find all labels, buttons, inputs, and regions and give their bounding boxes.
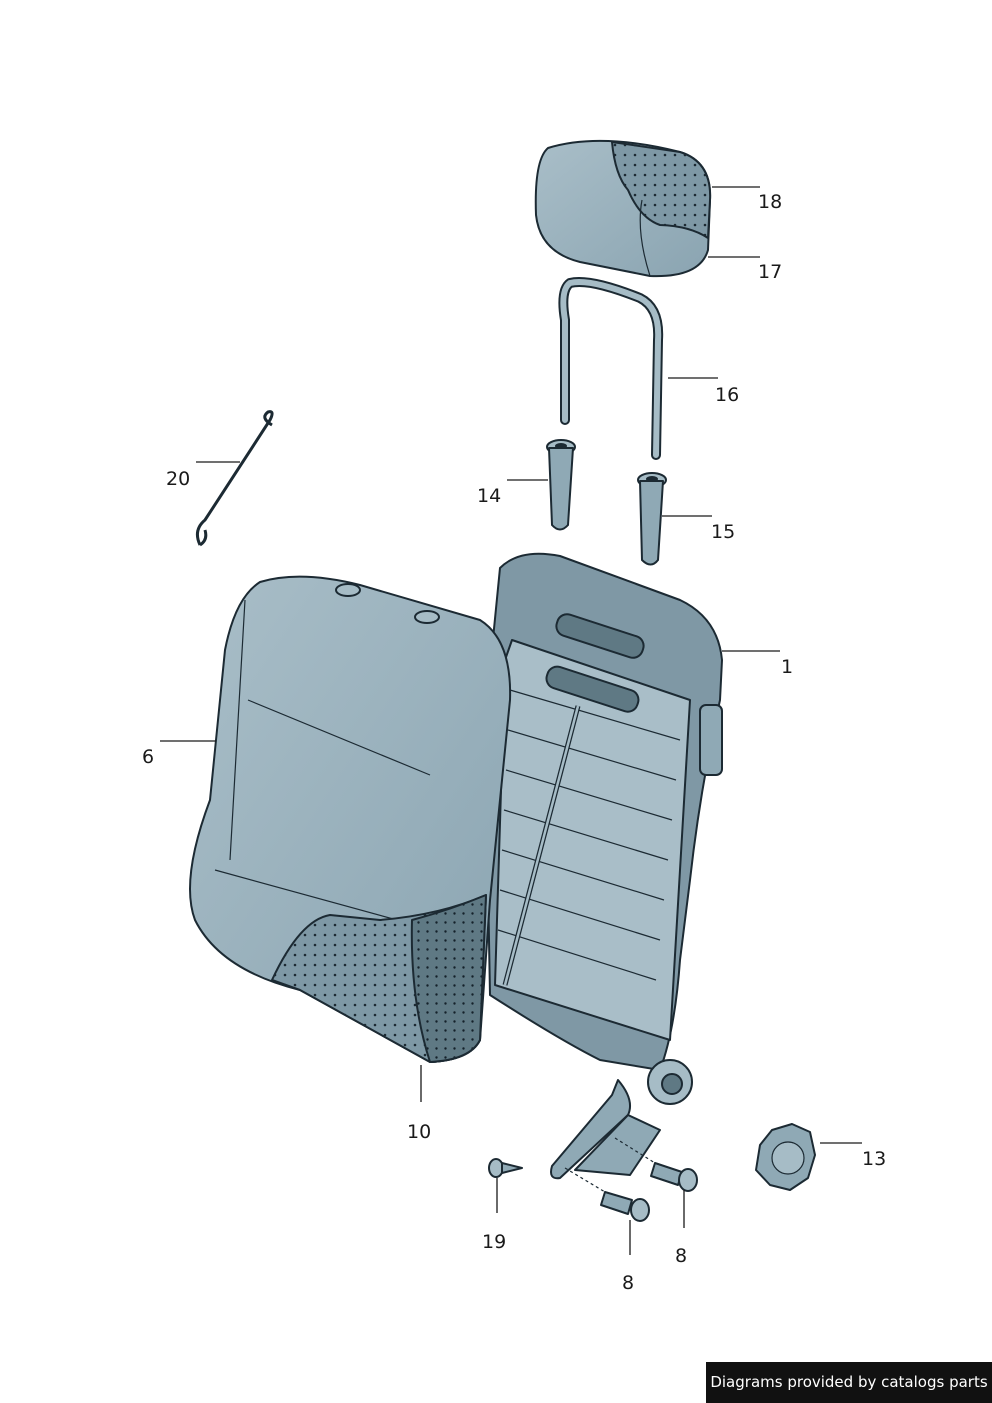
guide-sleeve-right <box>637 472 667 566</box>
callout-10: 10 <box>407 1121 431 1143</box>
callout-18: 18 <box>758 191 782 213</box>
bolt-left <box>600 1191 650 1222</box>
guide-sleeve-left <box>546 439 576 531</box>
callout-1: 1 <box>781 656 793 678</box>
callout-13: 13 <box>862 1148 886 1170</box>
screw <box>488 1158 523 1178</box>
headrest-guide-rod <box>558 277 664 460</box>
backrest-pad <box>189 575 512 1063</box>
credit-banner: Diagrams provided by catalogs parts <box>706 1362 992 1403</box>
callout-17: 17 <box>758 261 782 283</box>
handwheel <box>755 1123 816 1191</box>
callout-16: 16 <box>715 384 739 406</box>
callout-14: 14 <box>477 485 501 507</box>
callout-6: 6 <box>142 746 154 768</box>
callout-8-lower: 8 <box>622 1272 634 1294</box>
leader-lines <box>160 186 862 1255</box>
recliner-fitting <box>550 1059 693 1180</box>
backrest-frame <box>484 552 723 1071</box>
callout-8-upper: 8 <box>675 1245 687 1267</box>
wire-hook <box>195 410 274 547</box>
callout-19: 19 <box>482 1231 506 1253</box>
callout-20: 20 <box>166 468 190 490</box>
bolt-right <box>650 1162 698 1192</box>
callout-15: 15 <box>711 521 735 543</box>
headrest <box>534 139 712 278</box>
